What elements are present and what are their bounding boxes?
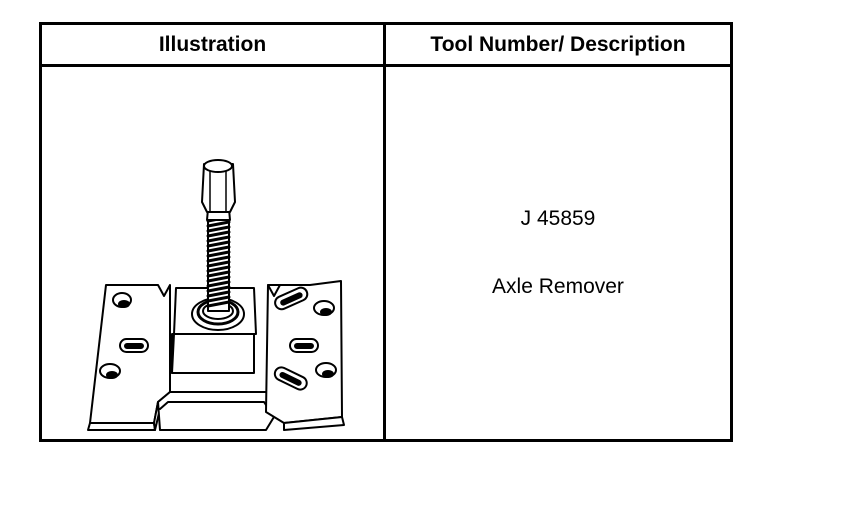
tool-description: Axle Remover [492, 275, 624, 298]
illustration-cell [42, 67, 386, 439]
tool-table: Illustration Tool Number/ Description [39, 22, 733, 442]
tool-description-cell: J 45859 Axle Remover [386, 67, 730, 439]
header-illustration: Illustration [42, 25, 386, 67]
axle-remover-tool-illustration-icon [87, 159, 345, 431]
header-tool-description: Tool Number/ Description [386, 25, 730, 67]
tool-number: J 45859 [520, 207, 596, 230]
